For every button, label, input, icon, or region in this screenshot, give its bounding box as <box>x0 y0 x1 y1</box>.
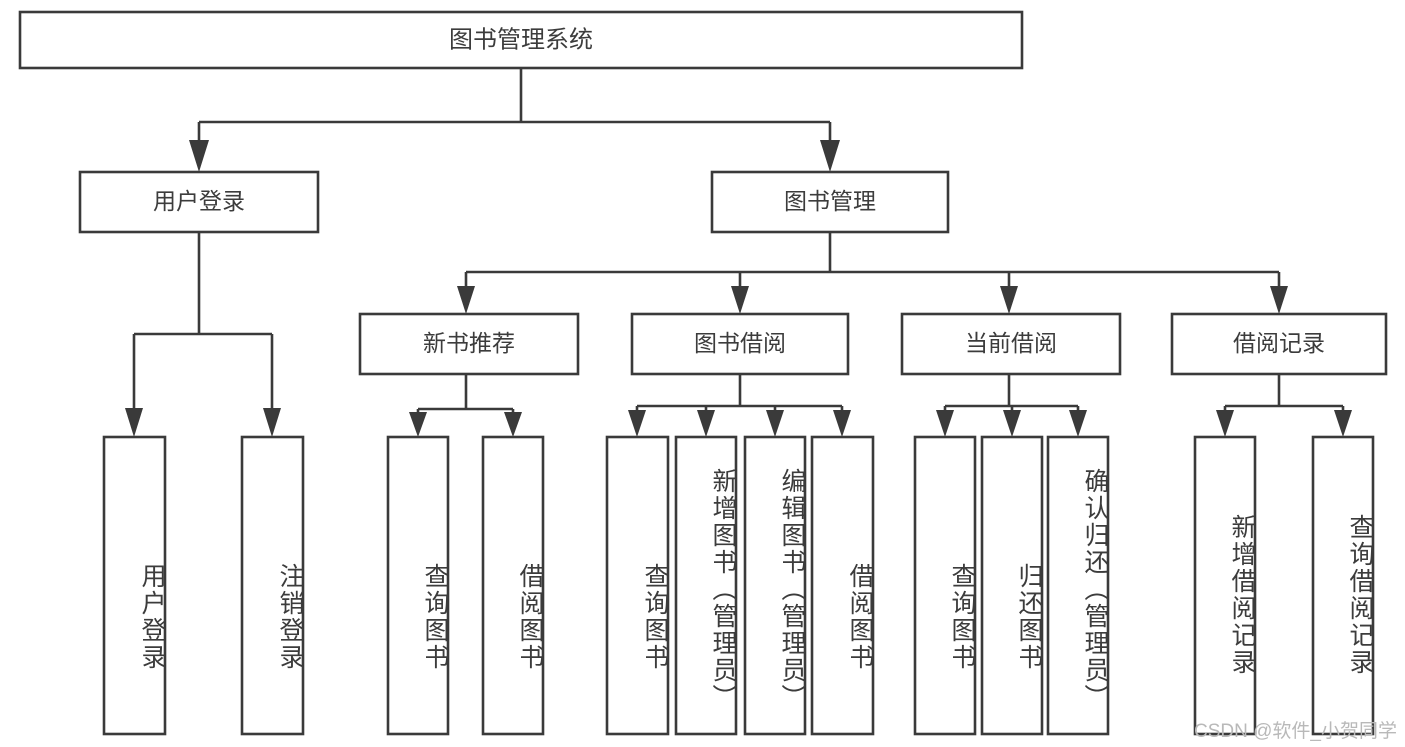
arrow-head-rc-leaf2 <box>1334 410 1352 437</box>
arrow-head-newbook <box>457 286 475 314</box>
arrow-head-borrow <box>731 286 749 314</box>
node-label-borrow-record: 借阅记录 <box>1233 330 1325 356</box>
leaf-box-query-book-bw[interactable] <box>605 435 670 736</box>
connector-group-book-manage <box>457 232 1288 314</box>
connector-group-record <box>1216 374 1352 437</box>
arrow-head-cb-leaf2 <box>1003 410 1021 437</box>
node-label-book-borrow: 图书借阅 <box>694 330 786 356</box>
watermark-text: CSDN @软件_小贺同学 <box>1194 721 1397 742</box>
node-new-book-recommend[interactable]: 新书推荐 <box>358 312 580 376</box>
node-box-current-borrow[interactable] <box>900 312 1122 376</box>
connector-group-newbook <box>409 374 522 437</box>
leaf-box-query-book-cb[interactable] <box>913 435 977 736</box>
arrow-head-book-manage <box>820 140 840 172</box>
leaf-box-confirm-return-admin[interactable] <box>1046 435 1110 736</box>
node-label-user-login: 用户登录 <box>153 188 245 214</box>
leaf-box-add-borrow-record[interactable] <box>1193 435 1257 736</box>
arrow-head-current <box>1000 286 1018 314</box>
arrow-head-user-login <box>189 140 209 172</box>
node-label-new-book-recommend: 新书推荐 <box>423 330 515 356</box>
node-box-user-login[interactable] <box>78 170 320 234</box>
arrow-head-nb-leaf2 <box>504 412 522 437</box>
leaf-box-add-book-admin[interactable] <box>674 435 738 736</box>
node-root[interactable]: 图书管理系统 <box>18 10 1024 70</box>
leaf-box-user-login[interactable] <box>102 435 167 736</box>
connector-group-root <box>189 68 840 172</box>
connector-group-user-login <box>125 232 281 437</box>
node-borrow-record[interactable]: 借阅记录 <box>1170 312 1388 376</box>
arrow-head-bw-leaf2 <box>697 410 715 437</box>
node-label-current-borrow: 当前借阅 <box>965 330 1057 356</box>
arrow-head-nb-leaf1 <box>409 412 427 437</box>
node-book-borrow[interactable]: 图书借阅 <box>630 312 850 376</box>
arrow-head-leaf-user-login <box>125 408 143 437</box>
leaf-box-borrow-book-nb[interactable] <box>481 435 545 736</box>
arrow-head-bw-leaf1 <box>628 410 646 437</box>
leaf-box-return-book[interactable] <box>980 435 1044 736</box>
node-box-root[interactable] <box>18 10 1024 70</box>
connector-group-borrow <box>628 374 851 437</box>
arrow-head-cb-leaf3 <box>1069 410 1087 437</box>
node-current-borrow[interactable]: 当前借阅 <box>900 312 1122 376</box>
connector-group-current <box>936 374 1087 437</box>
node-box-book-manage[interactable] <box>710 170 950 234</box>
leaf-box-query-book-nb[interactable] <box>386 435 450 736</box>
node-label-book-manage: 图书管理 <box>784 188 876 214</box>
node-box-book-borrow[interactable] <box>630 312 850 376</box>
leaf-box-group <box>102 435 1375 736</box>
node-box-borrow-record[interactable] <box>1170 312 1388 376</box>
leaf-box-query-borrow-record[interactable] <box>1311 435 1375 736</box>
arrow-head-bw-leaf4 <box>833 410 851 437</box>
node-user-login[interactable]: 用户登录 <box>78 170 320 234</box>
leaf-box-borrow-book-bw[interactable] <box>810 435 875 736</box>
arrow-head-bw-leaf3 <box>766 410 784 437</box>
leaf-box-edit-book-admin[interactable] <box>743 435 807 736</box>
arrow-head-rc-leaf1 <box>1216 410 1234 437</box>
node-label-root: 图书管理系统 <box>449 26 593 53</box>
arrow-head-record <box>1270 286 1288 314</box>
leaf-box-logout[interactable] <box>240 435 305 736</box>
arrow-head-leaf-logout <box>263 408 281 437</box>
node-book-manage[interactable]: 图书管理 <box>710 170 950 234</box>
node-box-new-book-recommend[interactable] <box>358 312 580 376</box>
arrow-head-cb-leaf1 <box>936 410 954 437</box>
